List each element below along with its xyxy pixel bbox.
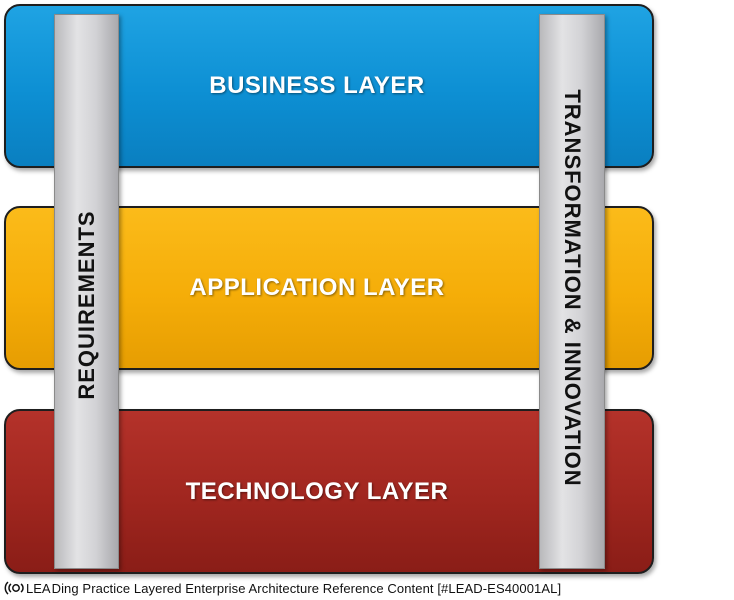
transformation-innovation-label: TRANSFORMATION & INNOVATION: [560, 89, 585, 487]
requirements-pillar: REQUIREMENTS: [54, 14, 119, 569]
technology-layer-label: TECHNOLOGY LAYER: [185, 477, 449, 505]
footer-caption: LEA Ding Practice Layered Enterprise Arc…: [4, 579, 732, 597]
application-layer-label: APPLICATION LAYER: [189, 274, 445, 301]
footer-text: Ding Practice Layered Enterprise Archite…: [51, 580, 562, 596]
requirements-label: REQUIREMENTS: [73, 210, 99, 400]
transformation-innovation-pillar: TRANSFORMATION & INNOVATION: [539, 14, 605, 569]
leading-practice-logo: LEA: [4, 581, 51, 596]
signal-logo-icon: [4, 581, 24, 595]
logo-text: LEA: [26, 580, 51, 596]
business-layer-label: BUSINESS LAYER: [209, 72, 425, 99]
